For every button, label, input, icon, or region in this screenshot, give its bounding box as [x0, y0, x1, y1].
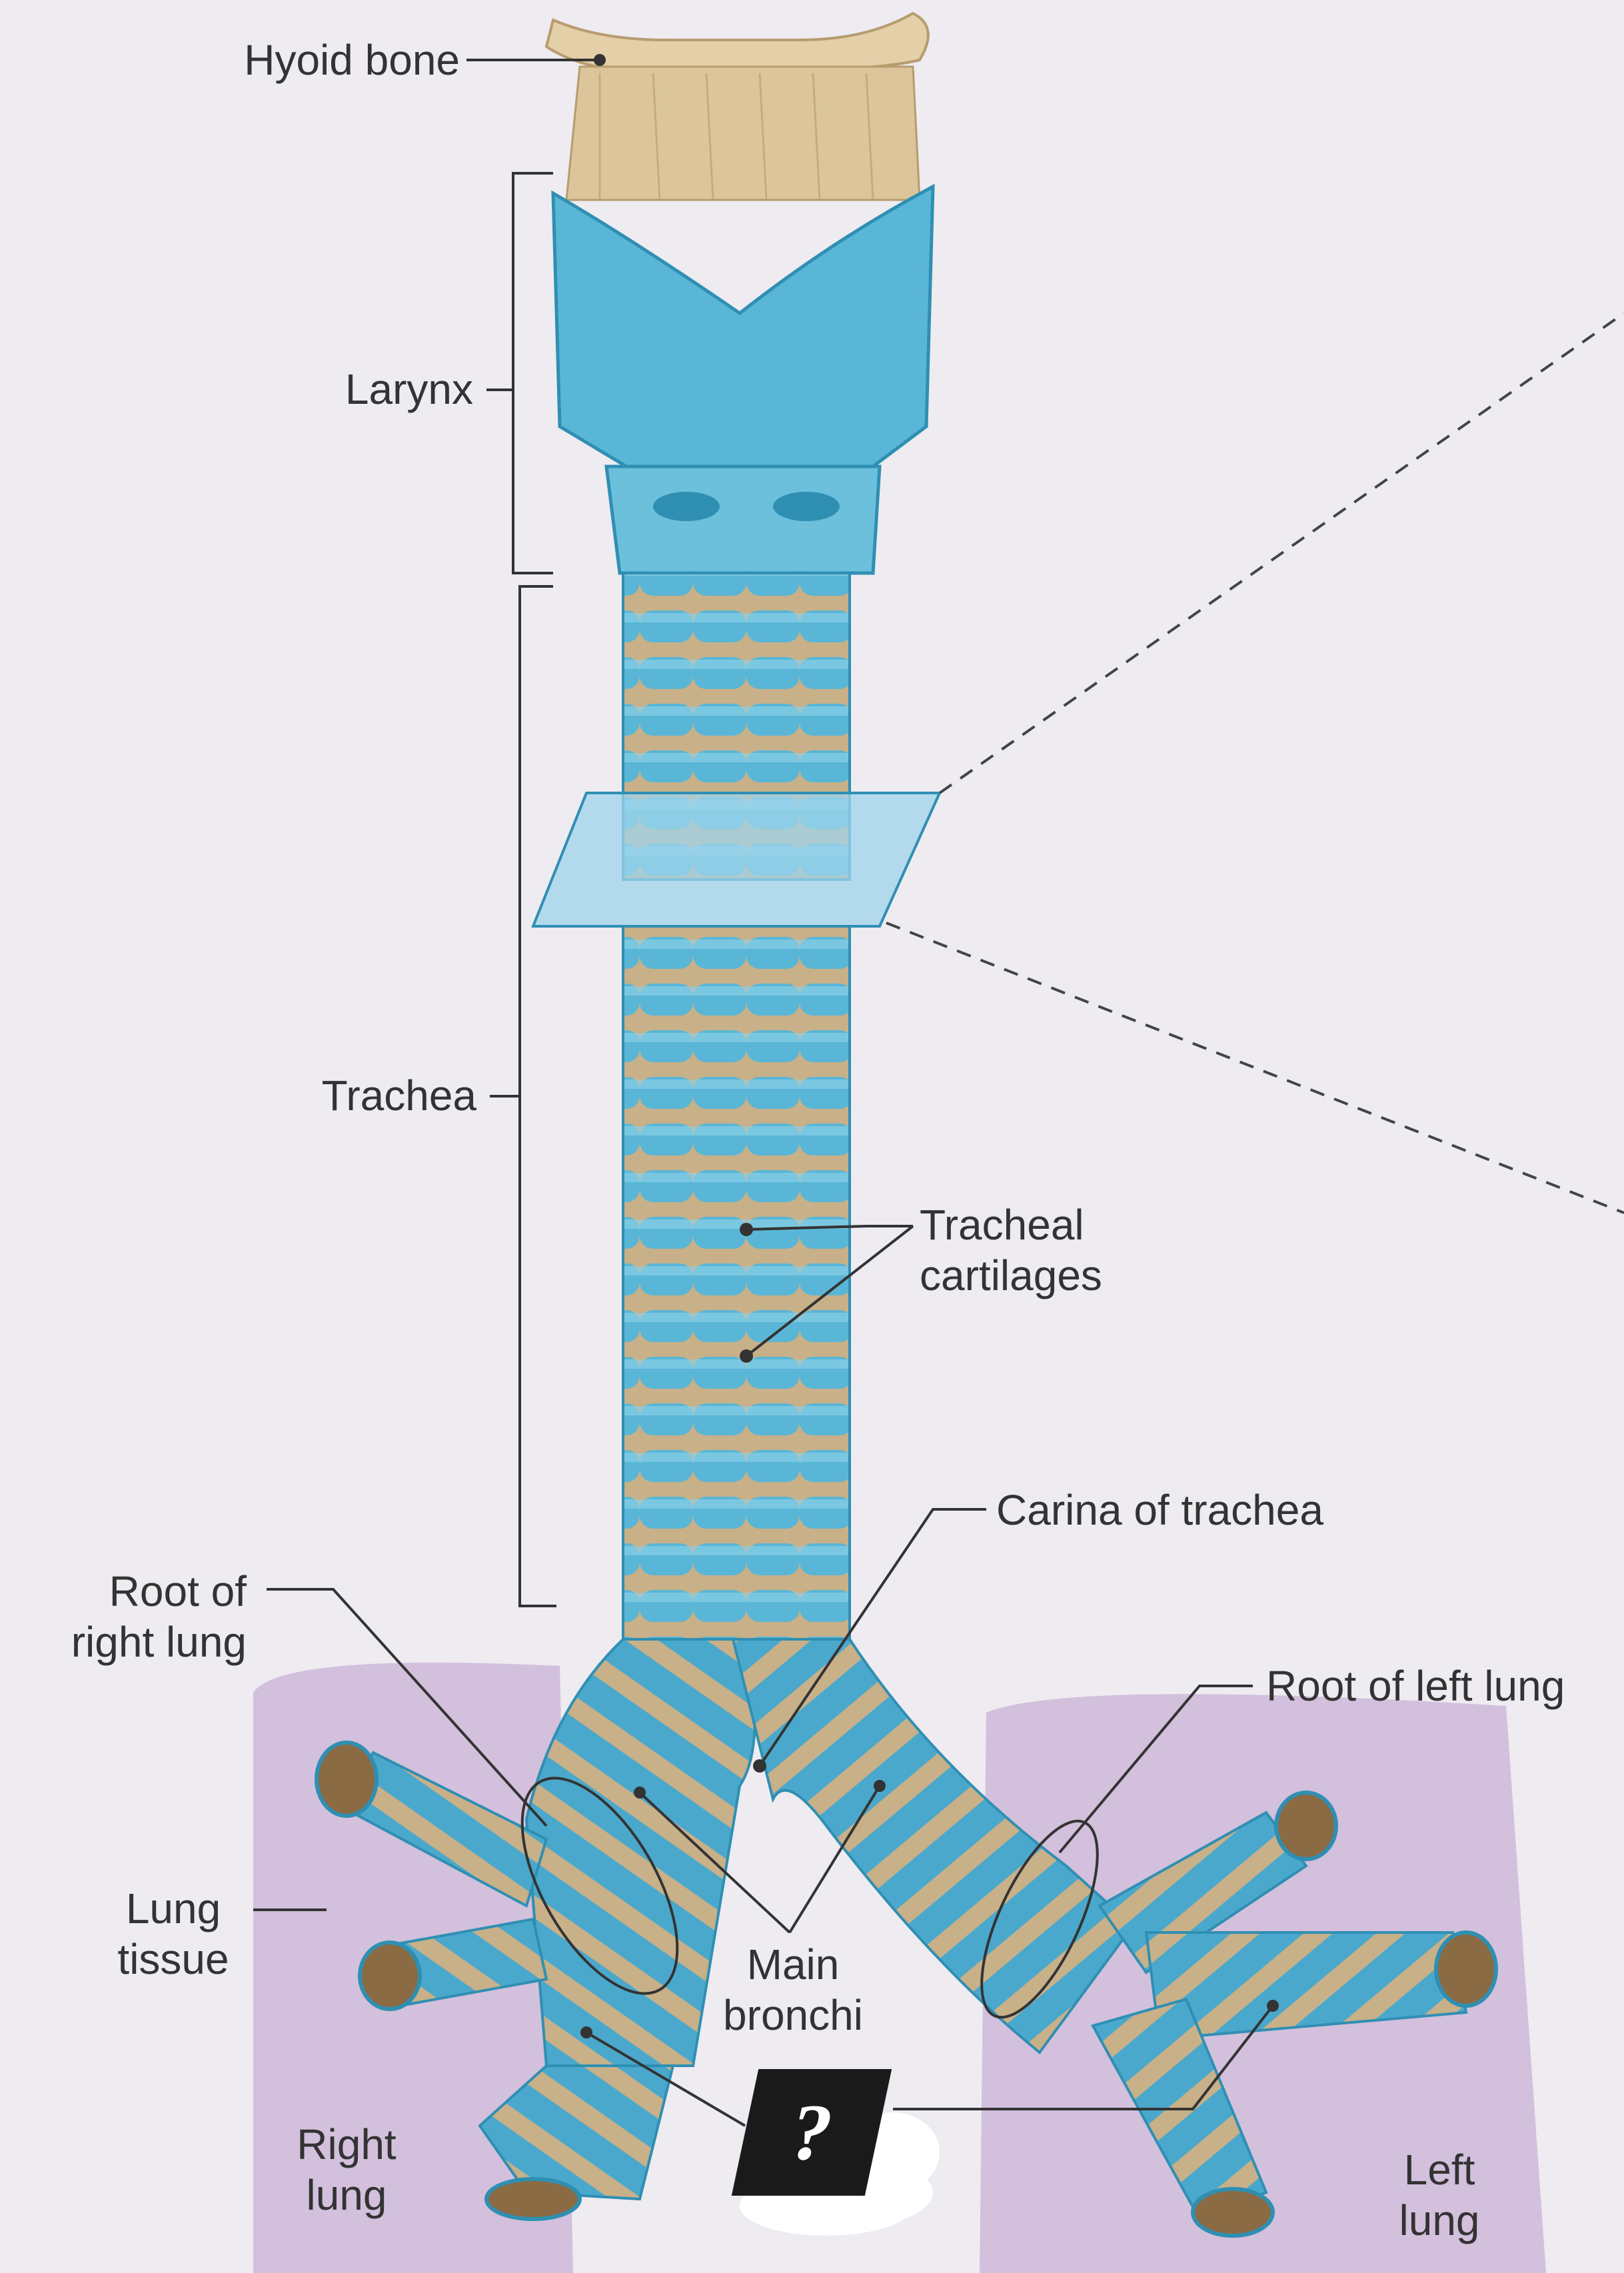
label-trachea: Trachea: [321, 1072, 476, 1120]
right-lower-lobe-bronchus: [478, 2064, 675, 2201]
label-root-left-lung: Root of left lung: [1266, 1662, 1565, 1710]
main-bronchi-leader: [638, 1791, 791, 1934]
root-right-lung-marker: [520, 1777, 679, 1995]
tracheal-cartilages-leader: [746, 1225, 913, 1231]
marker-leader-right: [893, 2004, 1274, 2110]
larynx-bracket: [512, 172, 553, 574]
trachea-lower-rings: [622, 925, 851, 1641]
root-left-leader: [1058, 1685, 1253, 1854]
label-hyoid-bone: Hyoid bone: [244, 36, 460, 84]
root-right-leader: [267, 1588, 548, 1827]
trachea-bracket: [518, 585, 556, 1607]
left-lateral-bronchus: [1144, 1931, 1468, 2041]
cricoid-cartilage: [604, 464, 882, 575]
unknown-structure-marker[interactable]: ?: [731, 2069, 892, 2196]
carina-leader: [758, 1508, 986, 1767]
thyroid-cartilage: [551, 183, 935, 468]
label-larynx: Larynx: [345, 365, 473, 413]
label-carina: Carina of trachea: [996, 1486, 1323, 1534]
marker-leader-left: [585, 2031, 746, 2127]
cross-section-plane: [531, 792, 942, 928]
left-main-bronchus: [731, 1638, 1135, 2054]
